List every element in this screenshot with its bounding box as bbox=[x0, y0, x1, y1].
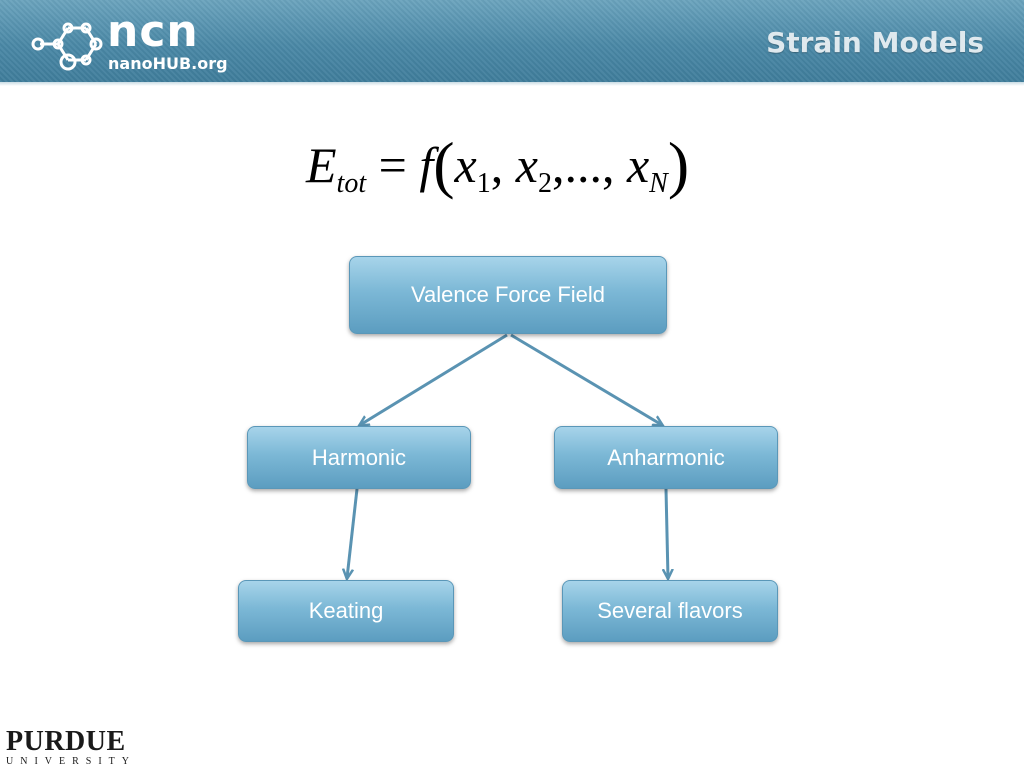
node-keating: Keating bbox=[238, 580, 454, 642]
eq-sub-2: 2 bbox=[537, 168, 552, 199]
arrow-root-to-anharmonic bbox=[510, 333, 662, 425]
node-harmonic: Harmonic bbox=[247, 426, 471, 489]
eq-sub-n: N bbox=[649, 168, 668, 199]
eq-ellipsis: ,..., bbox=[551, 137, 615, 193]
purdue-logo: PURDUE UNIVERSITY bbox=[6, 728, 136, 768]
eq-energy-subscript: tot bbox=[336, 168, 367, 199]
arrow-root-to-harmonic bbox=[360, 333, 508, 425]
eq-x2: x bbox=[515, 137, 538, 193]
eq-close-paren: ) bbox=[667, 129, 690, 200]
slide-title: Strain Models bbox=[766, 26, 984, 59]
eq-x1: x bbox=[454, 137, 477, 193]
eq-sub-1: 1 bbox=[476, 168, 491, 199]
logo-wordmark: ncn bbox=[107, 6, 199, 57]
energy-equation: Etot = f(x1, x2,..., xN) bbox=[306, 129, 690, 200]
node-several-flavors: Several flavors bbox=[562, 580, 778, 642]
eq-energy-symbol: E bbox=[306, 137, 337, 193]
eq-open-paren: ( bbox=[433, 129, 455, 200]
logo-subtitle: nanoHUB.org bbox=[108, 54, 228, 73]
purdue-subtitle: UNIVERSITY bbox=[6, 756, 136, 767]
eq-function: f bbox=[419, 137, 434, 193]
arrow-anharmonic-to-flavors bbox=[666, 488, 668, 578]
header-banner bbox=[0, 0, 1024, 82]
eq-xn: x bbox=[626, 137, 650, 193]
purdue-wordmark: PURDUE bbox=[6, 726, 126, 757]
node-anharmonic: Anharmonic bbox=[554, 426, 778, 489]
molecule-icon bbox=[31, 22, 103, 71]
ncn-logo: ncn nanoHUB.org bbox=[30, 6, 228, 76]
header-divider bbox=[0, 82, 1024, 86]
eq-equals: = bbox=[378, 137, 407, 193]
arrow-harmonic-to-keating bbox=[347, 488, 359, 578]
node-valence-force-field: Valence Force Field bbox=[349, 256, 667, 334]
